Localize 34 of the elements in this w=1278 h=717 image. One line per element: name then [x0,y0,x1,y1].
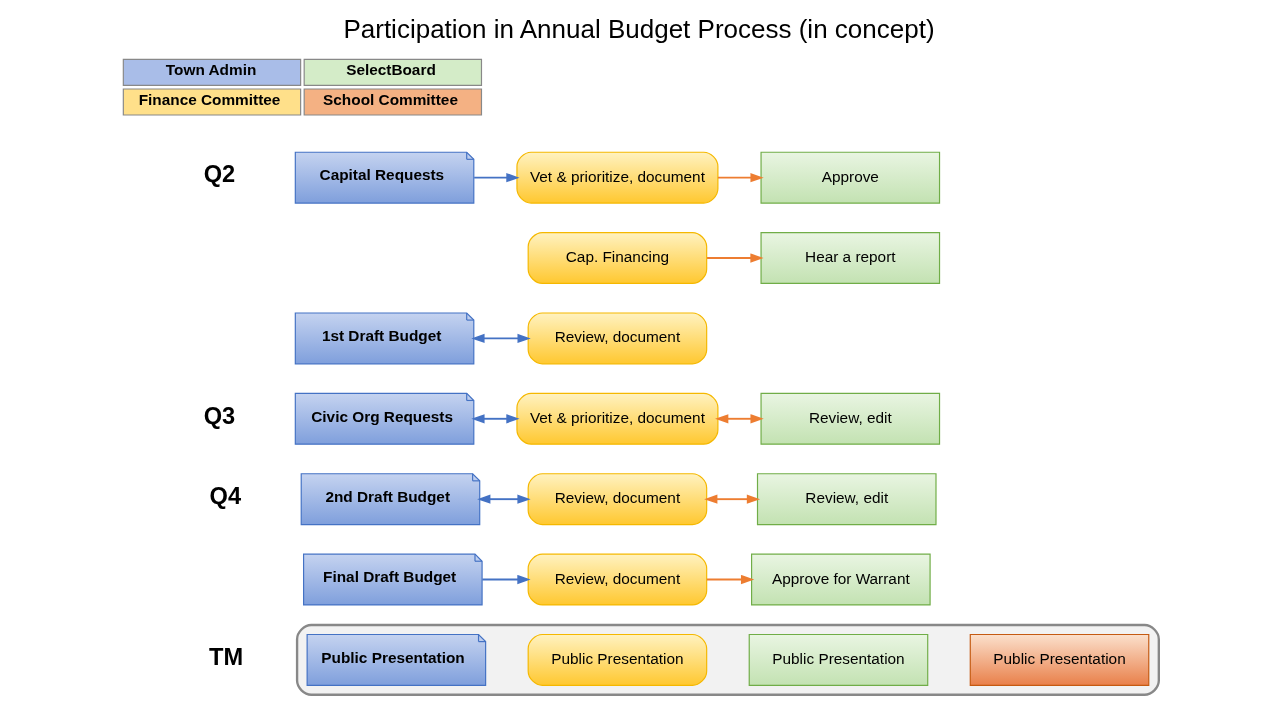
node-box: Vet & prioritize, document [516,392,719,445]
label: Q4 [209,482,242,509]
arrow [477,494,531,504]
label: TM [209,643,244,670]
node-box: Review, document [527,312,708,365]
label: Q3 [203,402,236,429]
label: Q2 [203,161,236,188]
node-box: Approve for Warrant [751,553,931,606]
arrow [471,414,520,424]
diagram-title: Participation in Annual Budget Process (in concept) [343,14,935,45]
arrow [706,253,764,263]
arrow [471,333,531,344]
node-box: Public Presentation [969,633,1150,686]
legend-label: Finance Committee [138,90,281,108]
arrow [717,173,764,183]
legend-label: School Committee [323,90,458,108]
node-box: Review, document [527,473,708,526]
node-box: Review, edit [756,473,937,526]
node-box: Review, edit [760,392,941,445]
node-box: Public Presentation [527,633,708,686]
node-box: Cap. Financing [527,232,708,285]
legend-label: SelectBoard [346,61,436,79]
node-box: Review, document [527,553,708,606]
arrow [481,574,531,585]
node-box: Approve [760,151,941,204]
cluster [295,623,1160,696]
legend-label: Town Admin [165,61,257,79]
node-box: Hear a report [760,232,941,285]
node-box: Vet & prioritize, document [516,151,719,204]
arrow [715,414,764,424]
arrow [704,494,761,504]
arrow [705,574,755,585]
arrow [473,173,520,183]
node-box: Public Presentation [748,633,929,686]
